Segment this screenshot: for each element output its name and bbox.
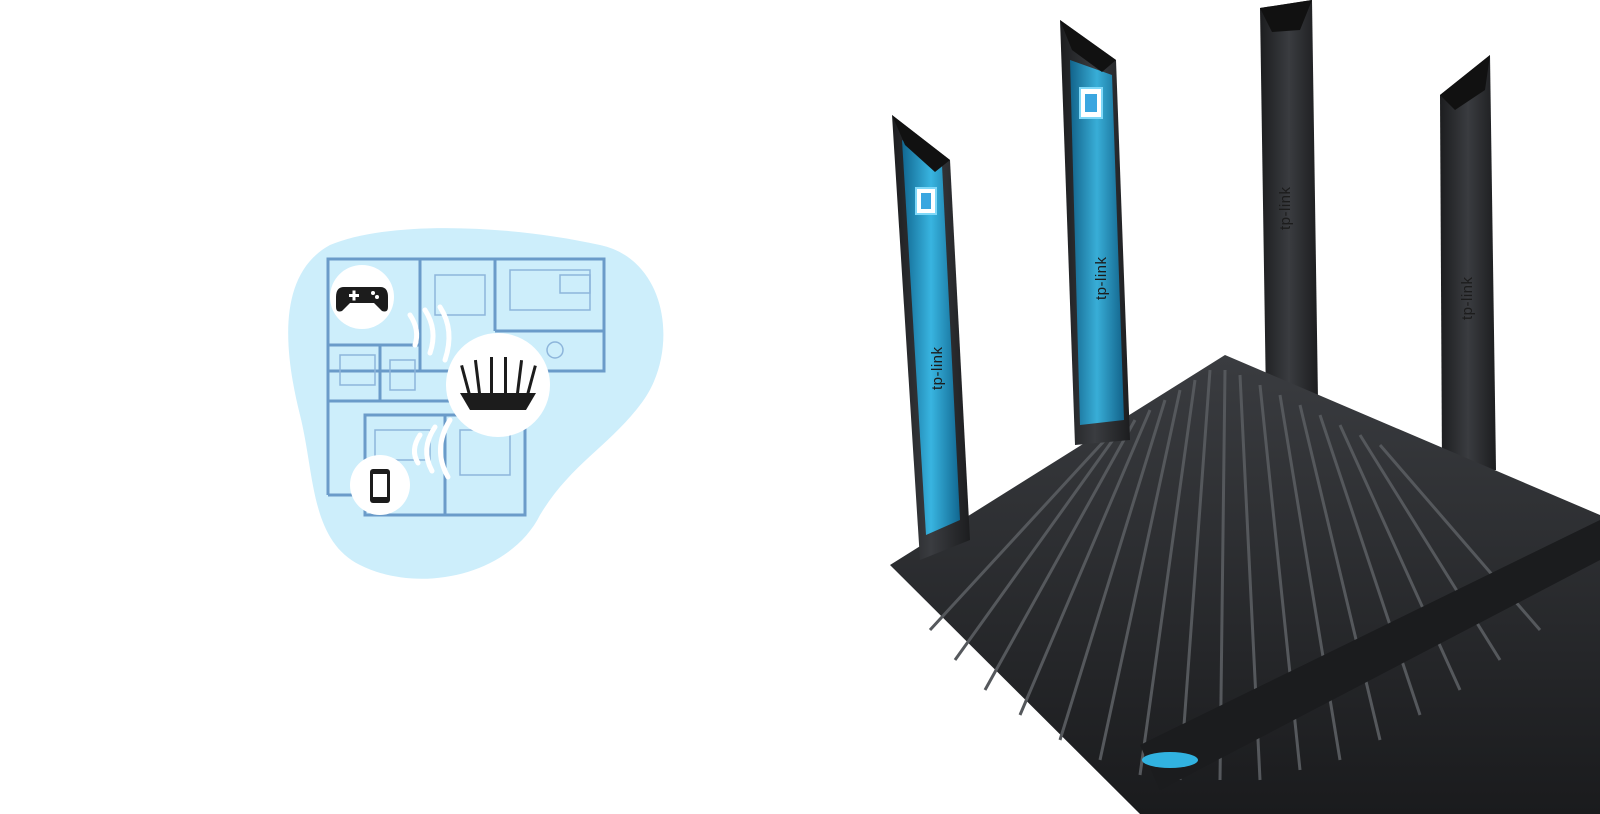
antenna-rear-left: tp-link xyxy=(1260,0,1318,400)
antenna-brand-label: tp-link xyxy=(929,346,946,390)
antenna-front-left: tp-link xyxy=(892,115,970,560)
smartphone-icon xyxy=(370,469,390,503)
wifi-wave-icon xyxy=(407,304,453,480)
router-icon xyxy=(460,357,537,410)
antenna-brand-label: tp-link xyxy=(1093,256,1110,300)
status-led-icon xyxy=(1142,752,1198,768)
antenna-brand-label: tp-link xyxy=(1459,276,1476,320)
antenna-brand-label: tp-link xyxy=(1277,186,1294,230)
gamepad-icon xyxy=(336,287,388,312)
router-product-image: tp-link tp-link xyxy=(890,0,1600,814)
antenna-front-right: tp-link xyxy=(1060,20,1130,445)
router-front-bar xyxy=(1140,520,1600,790)
router-body xyxy=(890,355,1600,814)
antenna-rear-right: tp-link xyxy=(1440,55,1496,470)
coverage-floorplan xyxy=(288,228,664,579)
